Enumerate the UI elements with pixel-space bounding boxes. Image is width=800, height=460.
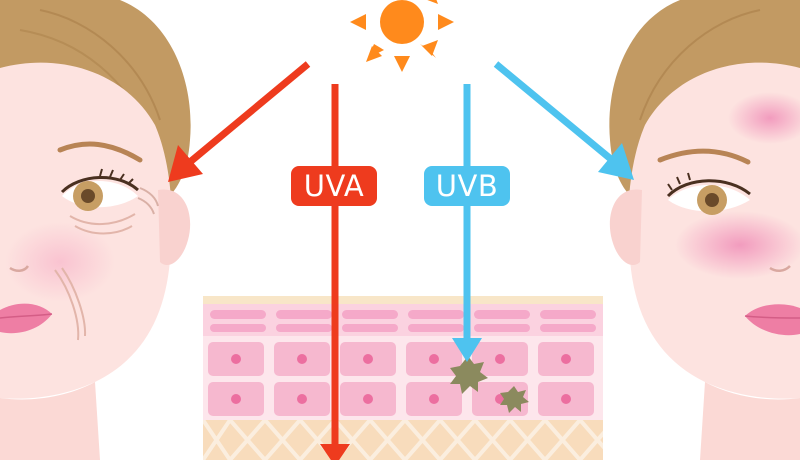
right-face-sunburn xyxy=(609,0,800,460)
right-ear xyxy=(609,189,642,266)
star-spot-icon xyxy=(500,386,529,413)
left-face-aged xyxy=(0,0,191,460)
left-neck xyxy=(0,382,100,460)
arrow-down-icon xyxy=(320,444,350,460)
star-spot-icon xyxy=(450,356,488,394)
uvb-label: UVB xyxy=(424,166,510,206)
sun-icon xyxy=(350,0,454,72)
uva-ray-left xyxy=(168,61,311,182)
redness-forehead xyxy=(728,92,800,144)
left-hair xyxy=(0,0,191,200)
uva-ray-down xyxy=(320,84,350,460)
right-neck xyxy=(700,382,800,460)
uvb-ray-down xyxy=(452,84,482,362)
right-hair xyxy=(609,0,800,200)
arrow-down-icon xyxy=(452,338,482,362)
arrow-down-icon xyxy=(168,145,203,182)
right-lips xyxy=(745,304,800,336)
uva-label: UVA xyxy=(291,166,377,206)
collagen-network xyxy=(203,418,603,460)
arrow-down-icon xyxy=(598,143,634,180)
redness-cheek xyxy=(675,211,800,279)
uvb-ray-right xyxy=(493,61,634,180)
left-lips xyxy=(0,303,52,334)
flat-cells xyxy=(210,310,596,332)
left-ear xyxy=(158,189,191,266)
skin-cross-section xyxy=(203,296,603,460)
